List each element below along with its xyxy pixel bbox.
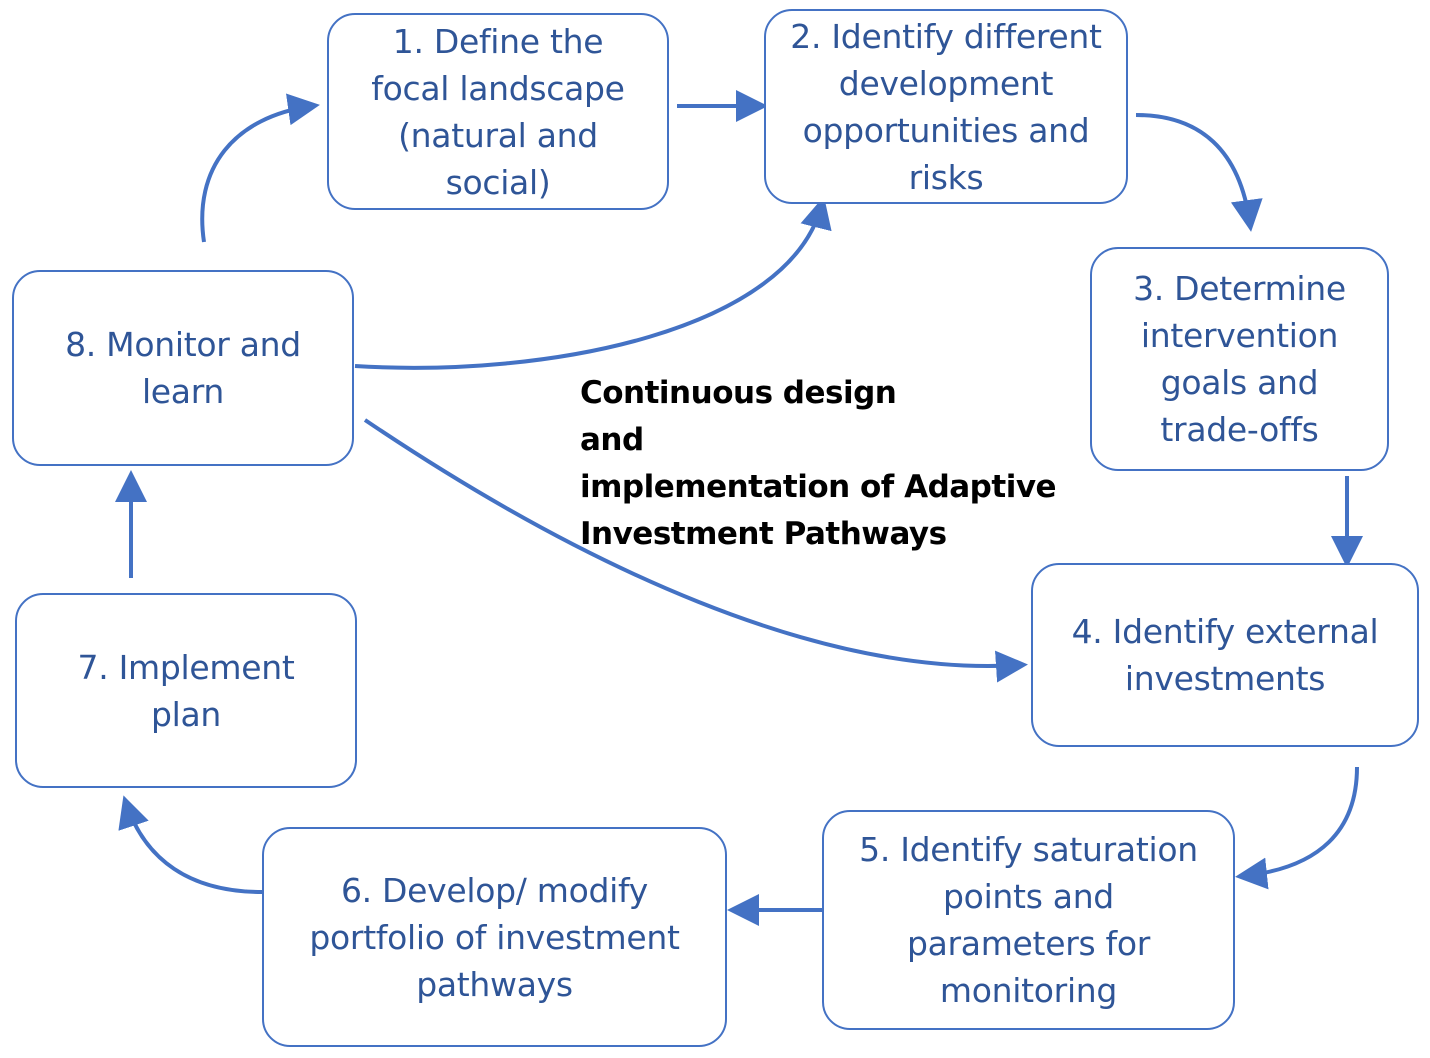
arrow-step2-to-step3	[1135, 113, 1263, 232]
step-3-label: 3. Determine intervention goals and trad…	[1133, 269, 1346, 449]
step-4-box: 4. Identify external investments	[1031, 563, 1419, 747]
arrow-step6-to-step7	[118, 795, 263, 894]
center-title: Continuous design and implementation of …	[580, 375, 1057, 552]
step-5-label: 5. Identify saturation points and parame…	[859, 830, 1198, 1010]
step-3-box: 3. Determine intervention goals and trad…	[1090, 247, 1389, 471]
arrow-step8-to-step1	[200, 93, 320, 243]
step-6-box: 6. Develop/ modify portfolio of investme…	[262, 827, 727, 1047]
step-2-box: 2. Identify different development opport…	[764, 9, 1128, 204]
arrow-step8-to-step2	[354, 196, 832, 370]
step-8-label: 8. Monitor and learn	[65, 325, 301, 411]
step-1-box: 1. Define the focal landscape (natural a…	[327, 13, 669, 210]
step-7-box: 7. Implement plan	[15, 593, 357, 788]
step-2-label: 2. Identify different development opport…	[790, 16, 1102, 197]
step-8-box: 8. Monitor and learn	[12, 270, 354, 466]
step-4-label: 4. Identify external investments	[1071, 612, 1379, 698]
step-1-label: 1. Define the focal landscape (natural a…	[371, 21, 625, 202]
arrow-step8-to-step4	[363, 418, 1028, 683]
step-7-label: 7. Implement plan	[77, 647, 295, 734]
arrow-step4-to-step5	[1235, 766, 1359, 890]
step-6-label: 6. Develop/ modify portfolio of investme…	[309, 870, 680, 1004]
step-5-box: 5. Identify saturation points and parame…	[822, 810, 1235, 1030]
